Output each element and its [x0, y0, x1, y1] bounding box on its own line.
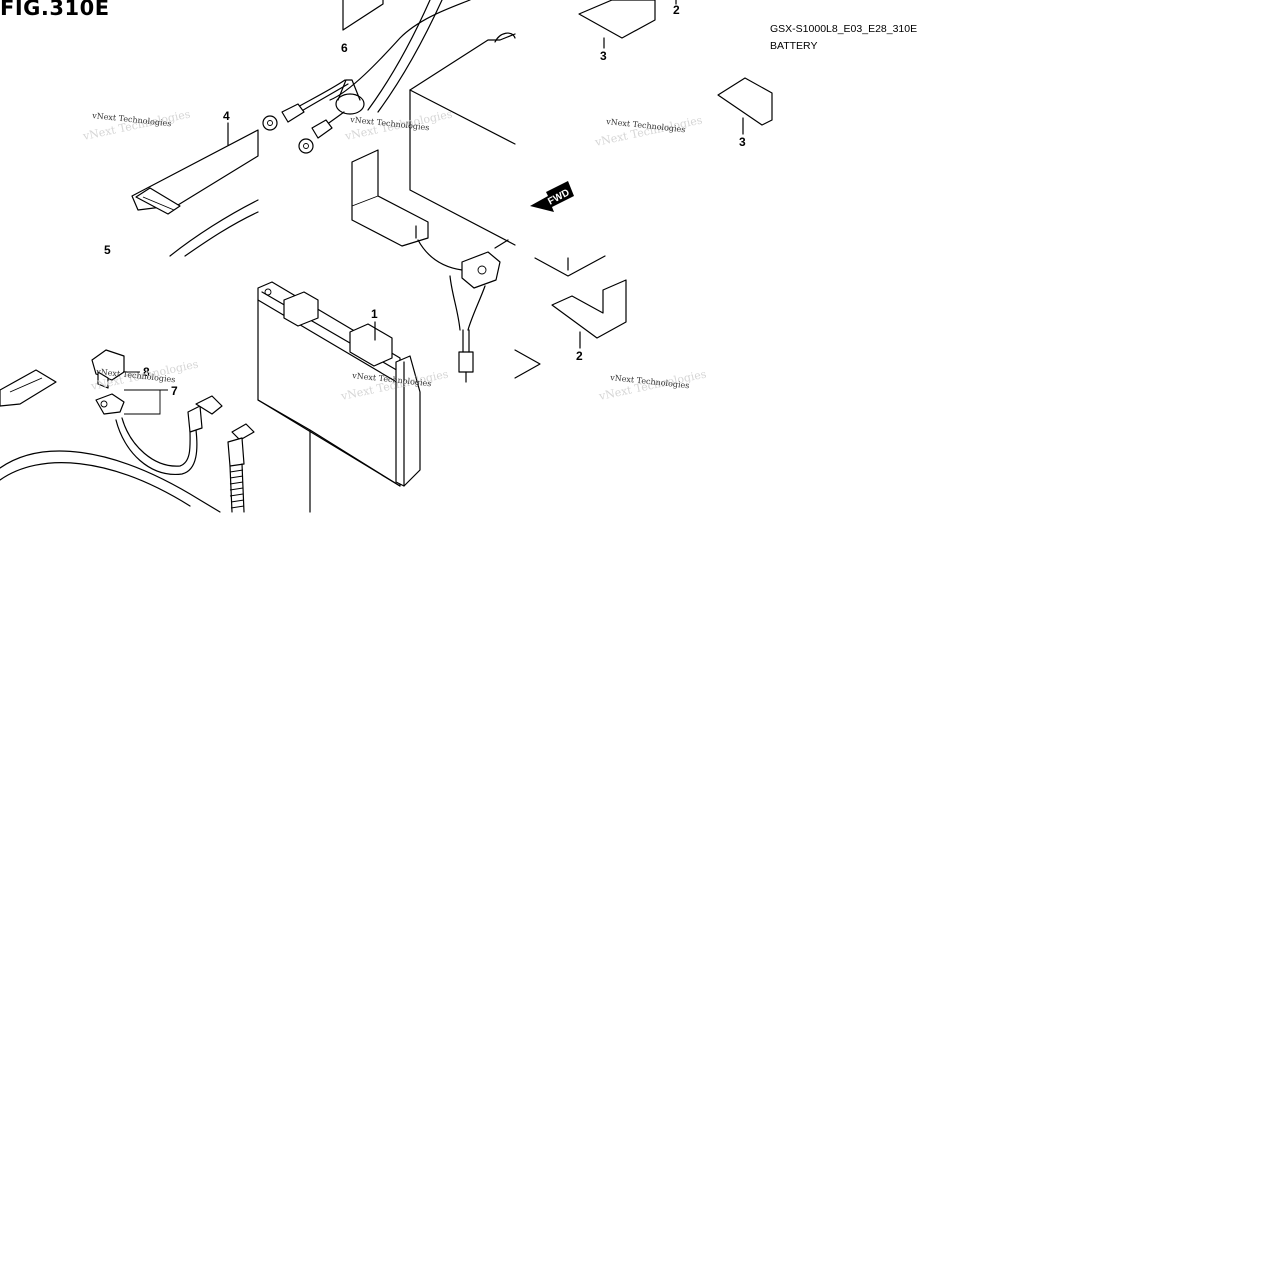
frame-tube	[0, 450, 221, 513]
battery-pad	[578, 0, 656, 39]
harness-cable	[367, 0, 431, 111]
callout-part-6: 6	[341, 41, 348, 55]
spacer-bracket	[351, 149, 429, 247]
cable-terminal	[231, 423, 255, 441]
tray-rim	[169, 199, 259, 257]
top-right-panel: FWD	[351, 0, 773, 383]
cap-neck	[337, 79, 361, 101]
figure-title: FIG.310E	[0, 0, 110, 20]
cable-terminal	[95, 393, 125, 415]
negative-cable	[115, 419, 198, 475]
callout-part-1: 1	[371, 307, 378, 321]
wire-guide-bracket	[342, 0, 384, 31]
battery-band	[0, 369, 57, 407]
terminal-cap	[335, 93, 365, 115]
forward-arrow-icon: FWD	[530, 181, 574, 212]
tray-edge	[534, 255, 606, 277]
ring-terminal	[262, 115, 278, 131]
callout-part-4: 4	[223, 109, 230, 123]
bottom-left-panel	[0, 349, 255, 513]
callout-numbers: 1 2 2 3 3 4 5 6 7 8	[104, 3, 746, 398]
crimp-sleeve	[311, 119, 333, 139]
section-name: BATTERY	[770, 40, 818, 52]
negative-cable	[121, 417, 191, 467]
ring-terminal	[298, 138, 314, 154]
callout-part-7: 7	[171, 384, 178, 398]
sensor-lead	[467, 285, 486, 331]
battery-pad	[717, 77, 773, 126]
terminal-bracket	[461, 251, 501, 289]
callout-part-5: 5	[104, 243, 111, 257]
callout-part-3: 3	[739, 135, 746, 149]
crimp-sleeve	[281, 103, 305, 123]
harness-cable	[329, 0, 471, 101]
battery-band	[131, 129, 259, 211]
model-code: GSX-S1000L8_E03_E28_310E	[770, 23, 918, 35]
harness-cable	[377, 0, 443, 113]
crimp-sleeve	[187, 405, 203, 433]
tray-rim	[184, 211, 259, 257]
positive-lead	[299, 83, 349, 113]
top-left-panel	[131, 0, 471, 257]
battery-box-edge	[494, 32, 516, 43]
battery-terminal-post	[264, 288, 272, 296]
spacer-bracket	[551, 279, 627, 339]
tray-edge	[514, 349, 541, 379]
battery-box-edge	[409, 89, 516, 145]
sensor-connector	[458, 351, 474, 373]
battery-side-face	[395, 355, 421, 487]
frame-tube	[0, 462, 191, 507]
cable-terminal	[195, 395, 223, 415]
battery	[257, 281, 421, 513]
battery-box-edge	[409, 89, 516, 246]
battery-vent-cap	[349, 323, 393, 367]
callout-part-2: 2	[576, 349, 583, 363]
corrugated-tube	[229, 469, 245, 509]
crimp-sleeve	[227, 437, 245, 467]
callout-part-2: 2	[673, 3, 680, 17]
battery-box-edge	[409, 33, 516, 91]
sensor-lead	[449, 275, 461, 331]
callout-part-8: 8	[143, 365, 150, 379]
callout-part-3: 3	[600, 49, 607, 63]
sensor-lead	[417, 239, 463, 271]
battery-vent-cap	[283, 291, 319, 327]
